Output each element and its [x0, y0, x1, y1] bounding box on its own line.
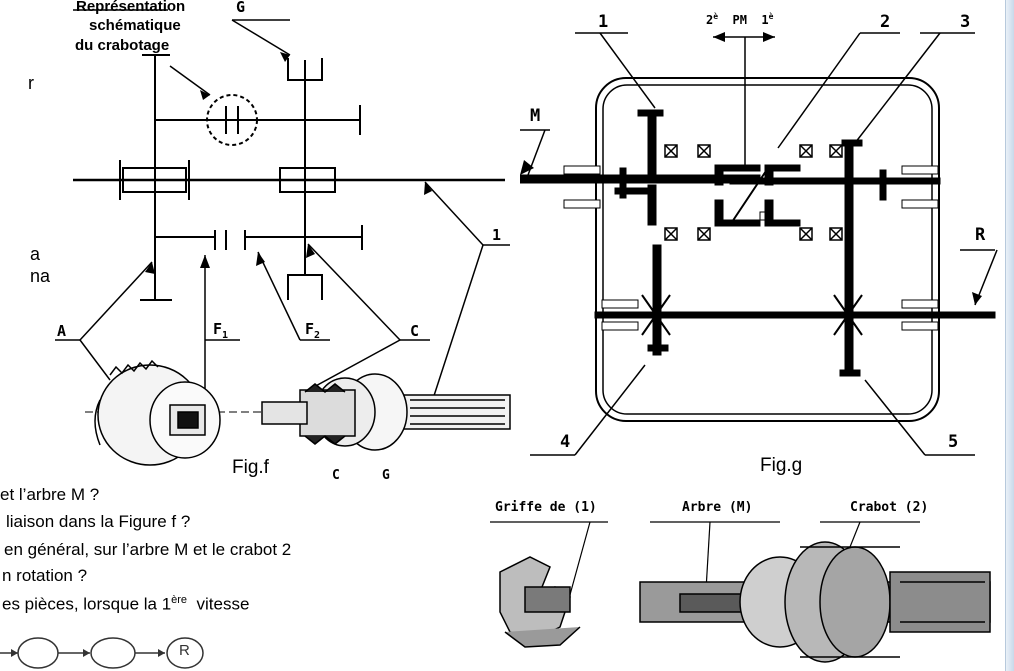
label-f1: F1: [213, 320, 228, 341]
flow-chain: [0, 637, 204, 669]
left-fragment-r: r: [28, 73, 34, 93]
label-m: M: [530, 106, 541, 126]
scrollbar-edge[interactable]: [1005, 0, 1014, 671]
label-1-fig-g: 1: [598, 12, 609, 32]
annotation-line-2: schématique: [89, 17, 181, 34]
label-f2-letter: F: [305, 320, 315, 338]
question-line-5-b: vitesse: [196, 594, 250, 614]
label-pm: 2è PM 1è: [706, 12, 773, 27]
left-fragment-na: na: [30, 266, 51, 286]
label-5: 5: [948, 432, 959, 452]
question-line-2: liaison dans la Figure f ?: [6, 512, 191, 531]
label-f1-sub: 1: [222, 330, 229, 341]
label-c-bottom: C: [332, 468, 340, 483]
label-f1-letter: F: [213, 320, 223, 338]
label-f2: F2: [305, 320, 320, 341]
label-g-bottom: G: [382, 468, 390, 483]
label-crabot: Crabot (2): [850, 500, 929, 515]
crabot-detail-drawing: [490, 521, 991, 663]
annotation-line-3: du crabotage: [75, 37, 170, 54]
caption-fig-g: Fig.g: [760, 455, 803, 476]
label-1-fig-f: 1: [492, 226, 502, 244]
question-line-3: en général, sur l’arbre M et le crabot 2: [4, 540, 292, 559]
label-2: 2: [880, 12, 891, 32]
fig-f-drawing: [55, 9, 511, 466]
label-c: C: [410, 322, 420, 340]
question-line-5: es pièces, lorsque la 1ère vitesse: [2, 594, 249, 615]
label-3: 3: [960, 12, 971, 32]
label-speed-1: 1: [761, 13, 769, 27]
label-speed-2-sup: è: [713, 12, 719, 21]
label-speed-1-sup: è: [768, 12, 774, 21]
question-line-5-a: es pièces, lorsque la 1: [2, 594, 172, 614]
label-arbre: Arbre (M): [682, 500, 753, 515]
label-r: R: [975, 225, 986, 245]
label-speed-2: 2: [706, 13, 714, 27]
left-fragment-a: a: [30, 244, 41, 264]
label-griffe: Griffe de (1): [495, 500, 597, 515]
caption-fig-f: Fig.f: [232, 457, 269, 478]
question-line-1: et l’arbre M ?: [0, 485, 100, 504]
label-4: 4: [560, 432, 571, 452]
label-g-top: G: [236, 0, 246, 16]
fig-g-drawing: [520, 32, 998, 456]
chain-end-r: R: [179, 642, 190, 659]
label-pm-text: PM: [732, 13, 747, 27]
label-f2-sub: 2: [314, 330, 321, 341]
annotation-line-1: Représentation: [76, 0, 186, 15]
question-line-5-sup: ère: [171, 594, 188, 606]
label-a: A: [57, 322, 67, 340]
question-line-4: n rotation ?: [2, 566, 88, 585]
